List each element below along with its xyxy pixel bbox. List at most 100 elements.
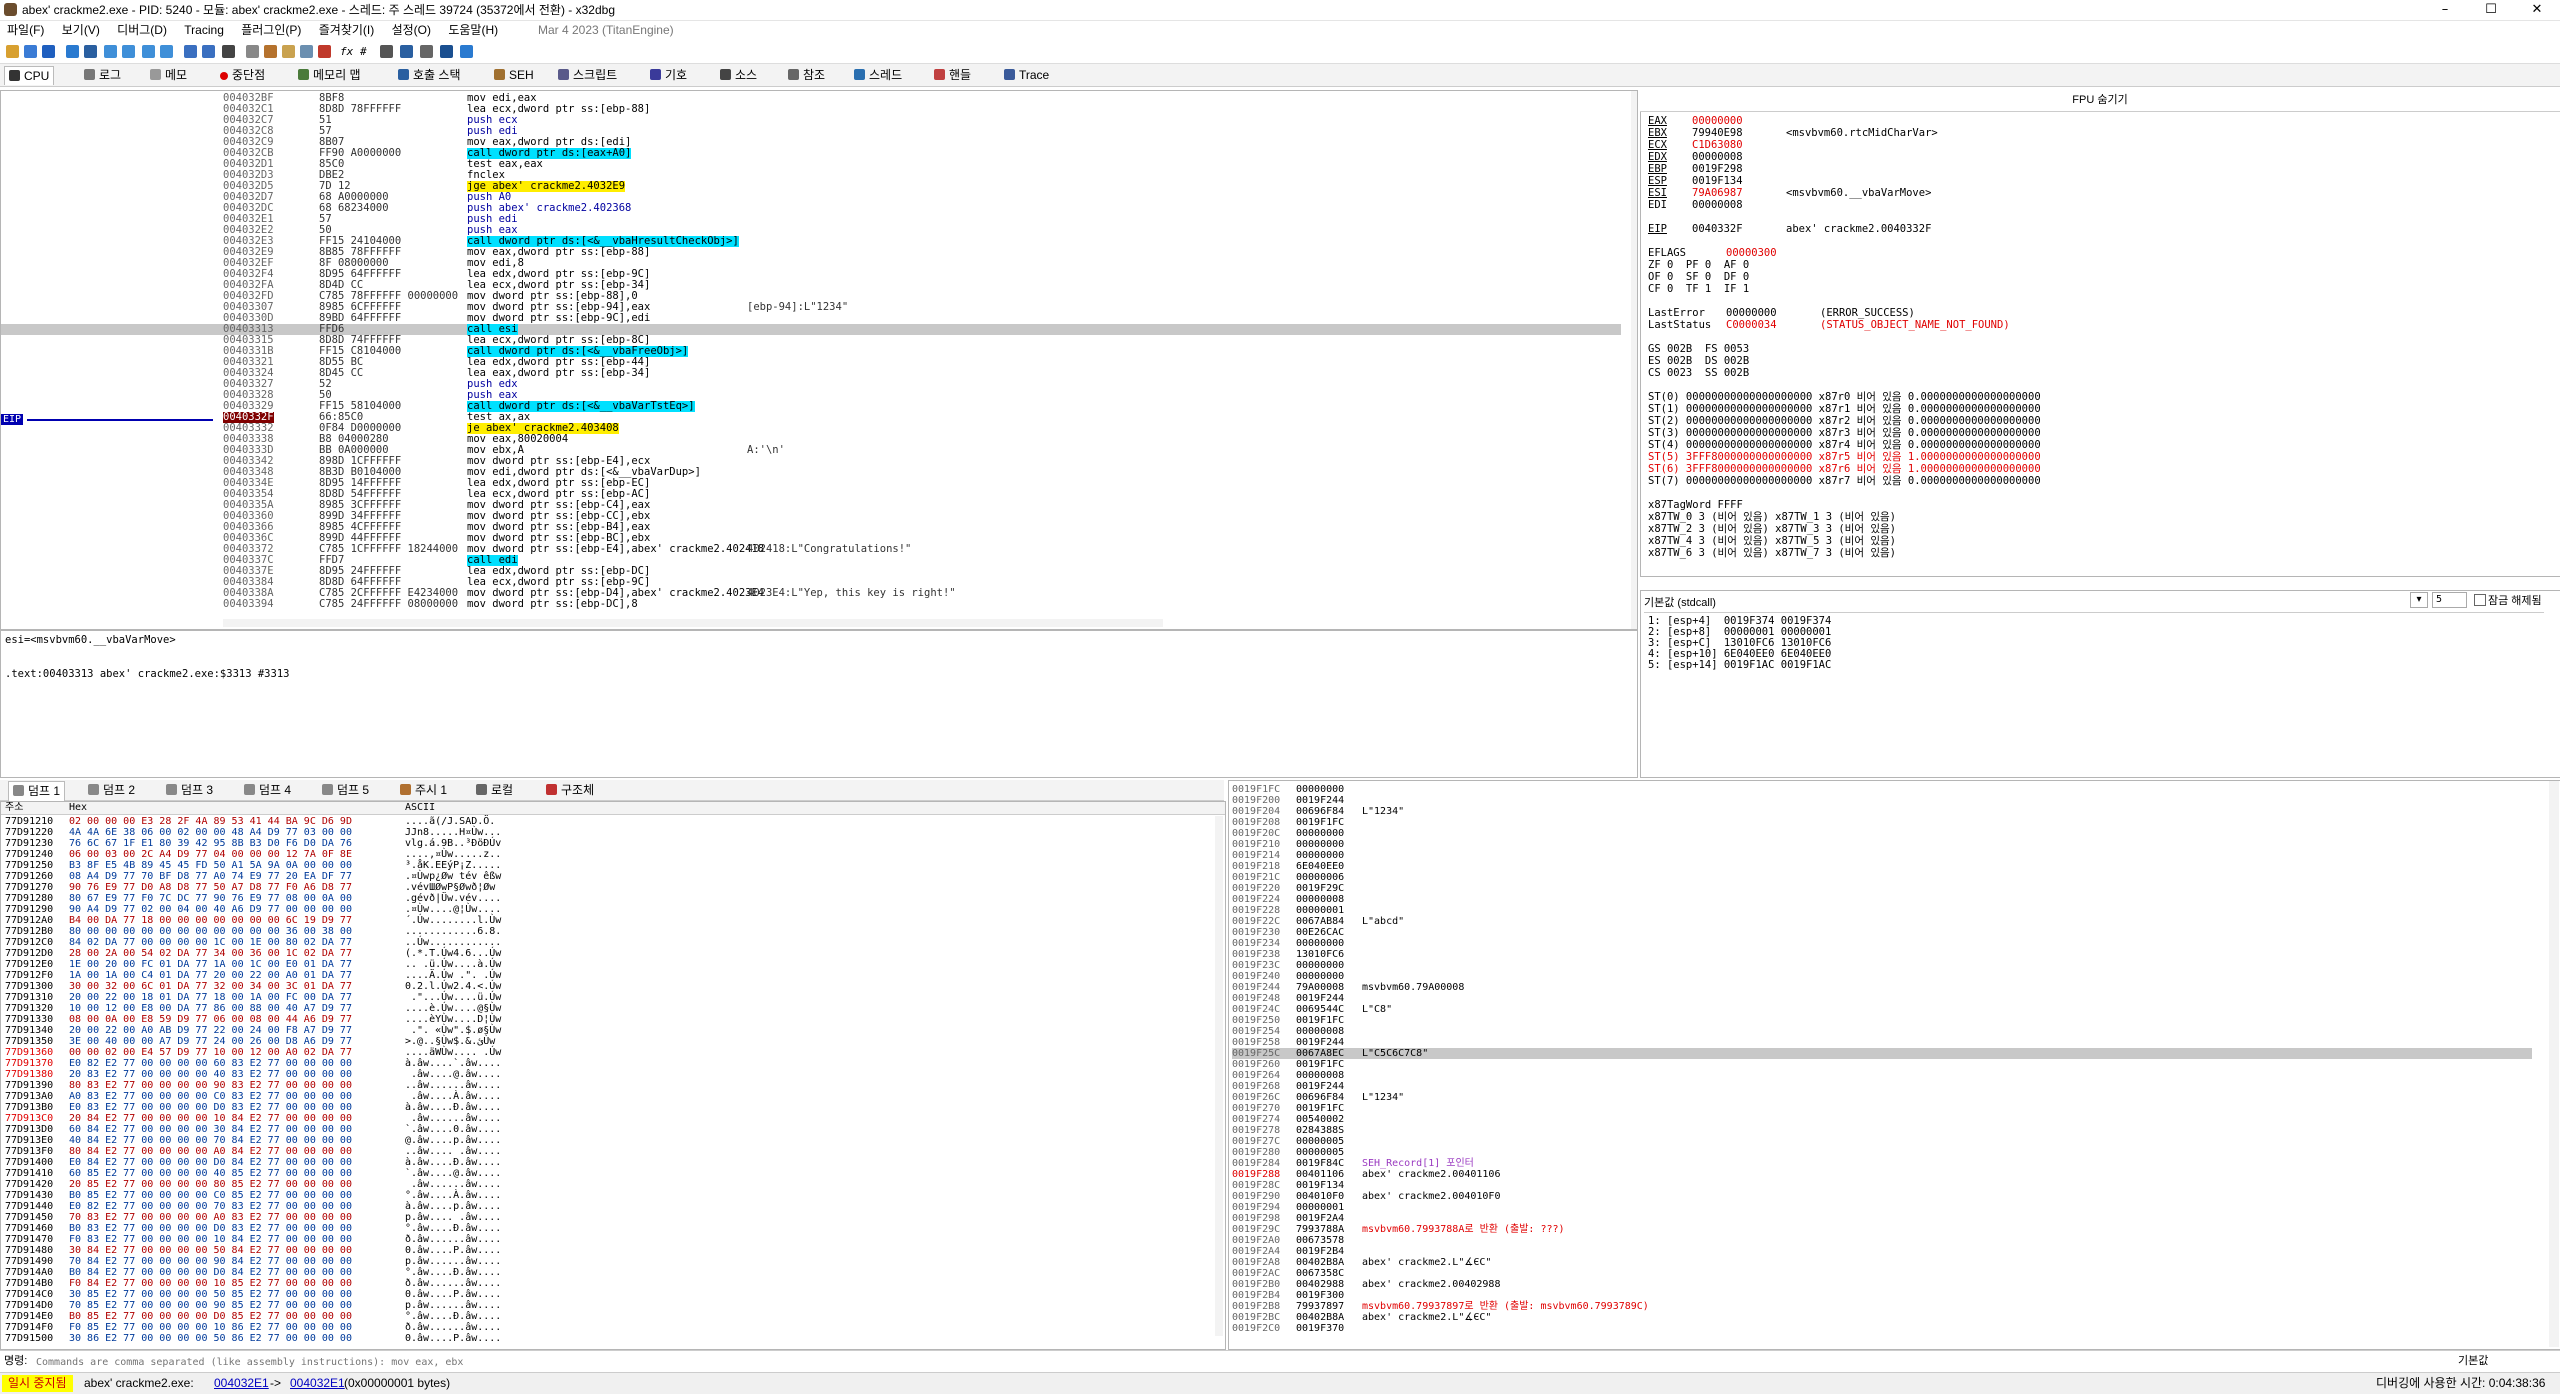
- register-row[interactable]: ST(5) 3FFF8000000000000000 x87r5 비어 있음 1…: [1648, 452, 2135, 463]
- tab-call-stack[interactable]: 호출 스택: [394, 66, 465, 84]
- tab-dump-2[interactable]: 덤프 2: [88, 781, 135, 800]
- register-row[interactable]: ST(4) 00000000000000000000 x87r4 비어 있음 0…: [1648, 440, 2135, 451]
- register-row[interactable]: OF 0 SF 0 DF 0: [1648, 272, 1843, 283]
- run-icon[interactable]: [66, 45, 79, 58]
- tab-seh[interactable]: SEH: [490, 66, 538, 84]
- execute-till-return-icon[interactable]: [184, 45, 197, 58]
- register-row[interactable]: ES 002B DS 002B: [1648, 356, 1843, 367]
- disasm-vscroll[interactable]: [1631, 91, 1637, 629]
- close-debug-icon[interactable]: [42, 45, 55, 58]
- disasm-hscroll[interactable]: [223, 619, 1163, 627]
- font-icon[interactable]: [380, 45, 393, 58]
- bookmark-icon[interactable]: [318, 45, 331, 58]
- register-row[interactable]: ST(7) 00000000000000000000 x87r7 비어 있음 0…: [1648, 476, 2135, 487]
- patch-icon[interactable]: [264, 45, 277, 58]
- command-mode-dropdown[interactable]: 기본값: [2458, 1355, 2489, 1367]
- menu-file[interactable]: 파일(F): [7, 23, 45, 37]
- calculator-icon[interactable]: [420, 45, 433, 58]
- register-row[interactable]: x87TW_2 3 (비어 있음) x87TW_3 3 (비어 있음): [1648, 524, 1990, 535]
- memory-icon[interactable]: [440, 45, 453, 58]
- register-row[interactable]: [1648, 380, 1748, 391]
- menu-favourites[interactable]: 즐겨찾기(I): [318, 23, 375, 37]
- register-row[interactable]: CS 0023 SS 002B: [1648, 368, 1843, 379]
- step-into-icon[interactable]: [104, 45, 117, 58]
- run-to-user-code-icon[interactable]: [202, 45, 215, 58]
- close-button[interactable]: ✕: [2531, 2, 2543, 17]
- menu-debug[interactable]: 디버그(D): [117, 23, 167, 37]
- register-row[interactable]: x87TW_4 3 (비어 있음) x87TW_5 3 (비어 있음): [1648, 536, 1990, 547]
- column-hex[interactable]: Hex: [69, 802, 88, 813]
- tab-struct[interactable]: 구조체: [546, 781, 594, 800]
- hash-icon[interactable]: #: [360, 45, 367, 58]
- register-row[interactable]: x87TW_0 3 (비어 있음) x87TW_1 3 (비어 있음): [1648, 512, 1990, 523]
- function-icon[interactable]: fx: [340, 45, 354, 58]
- tab-dump-1[interactable]: 덤프 1: [8, 781, 66, 802]
- tab-script[interactable]: 스크립트: [554, 66, 621, 84]
- status-to-address[interactable]: 004032E1: [290, 1376, 345, 1390]
- menu-view[interactable]: 보기(V): [61, 23, 100, 37]
- register-row[interactable]: x87TagWord FFFF: [1648, 500, 1837, 511]
